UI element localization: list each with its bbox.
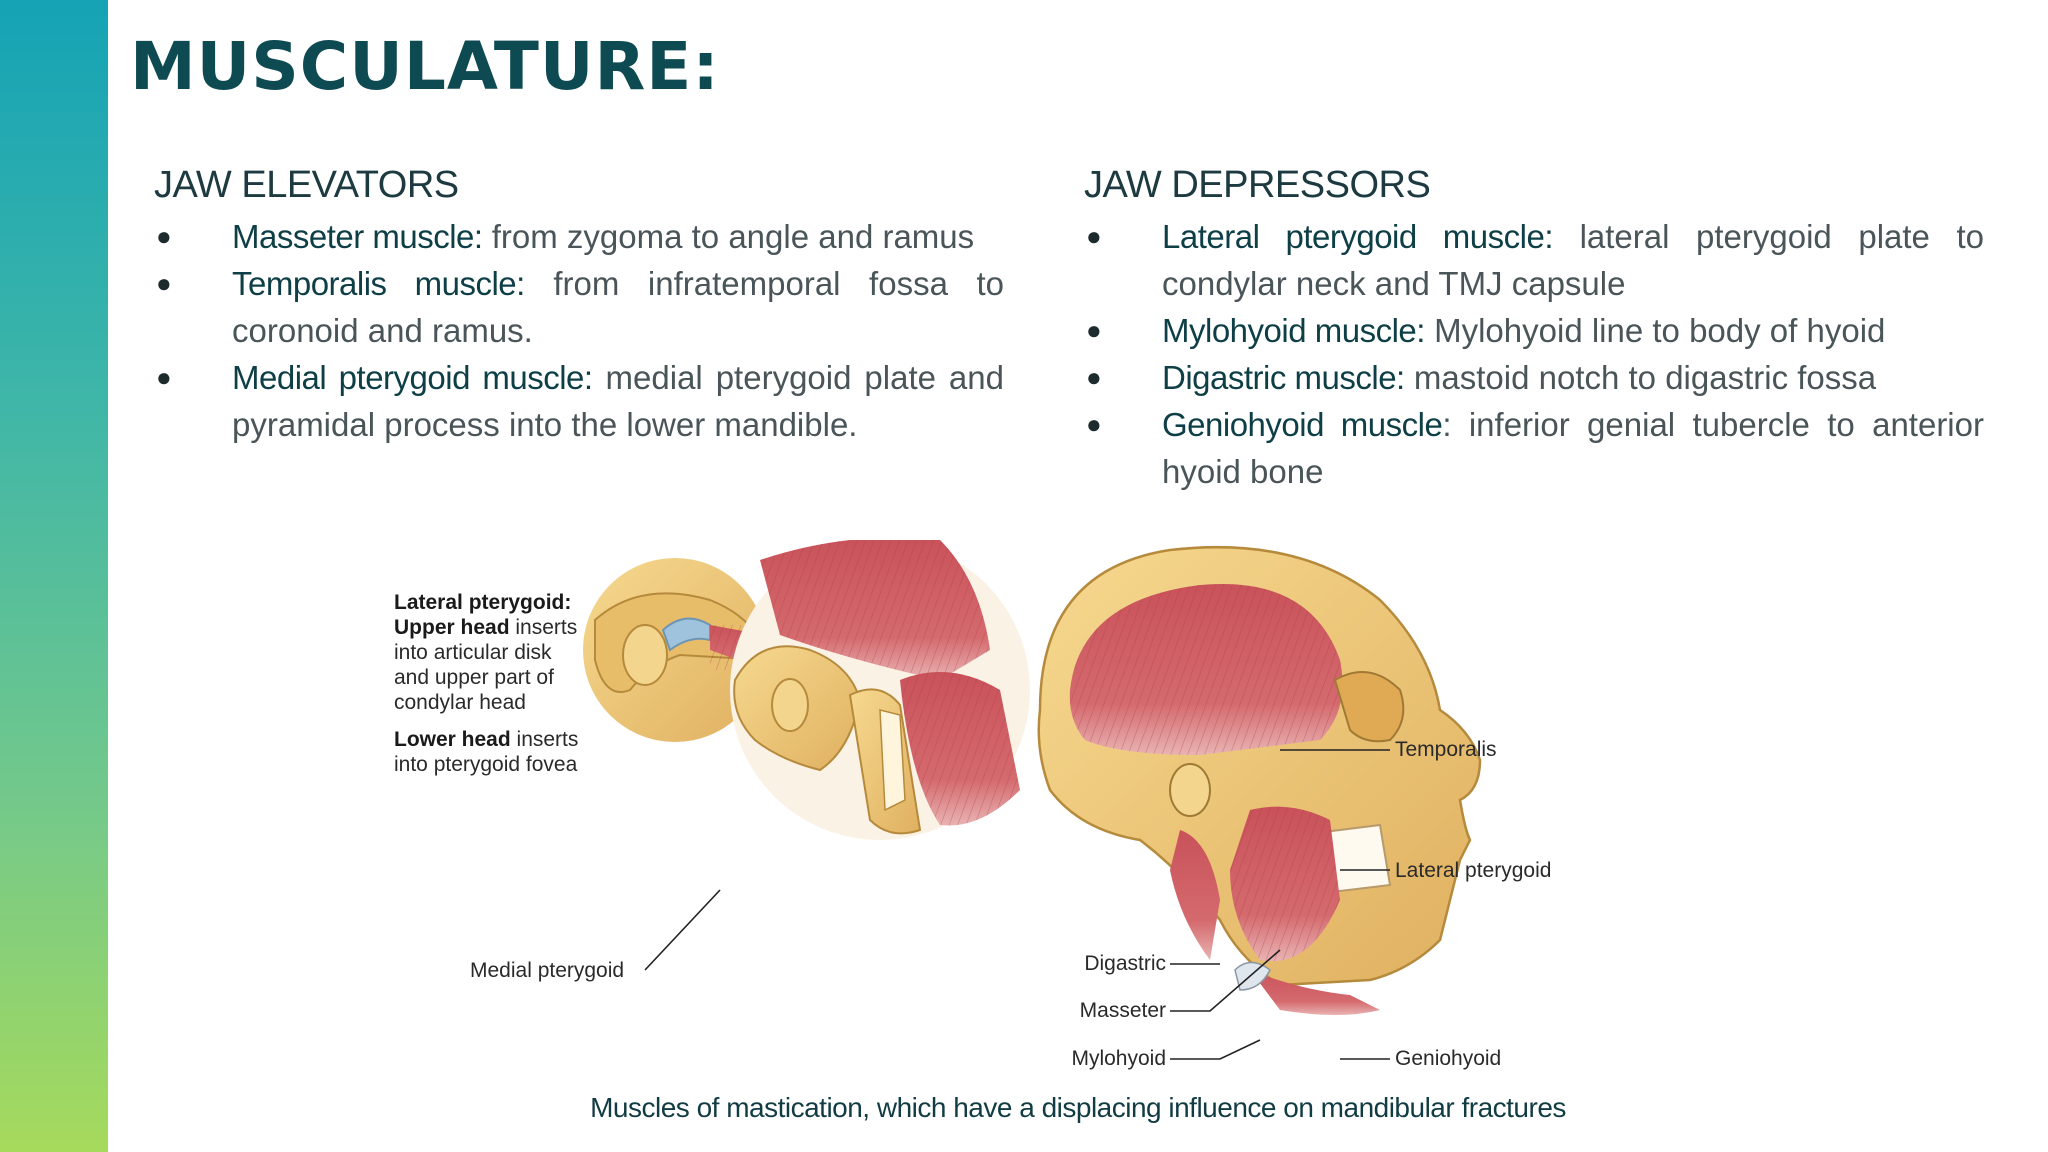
jaw-depressors-list: ● Lateral pterygoid muscle: lateral ptery… [1084, 213, 1984, 495]
list-item: ● Temporalis muscle: from infratemporal f… [154, 260, 1004, 354]
note-title: Lateral pterygoid: [394, 591, 572, 614]
note-lower-text: inserts [510, 728, 579, 751]
list-item: ● Geniohyoid muscle: inferior genial tube… [1084, 401, 1984, 495]
mastication-muscles-figure: Lateral pterygoid: Upper head inserts in… [380, 540, 1720, 1100]
list-item: ● Lateral pterygoid muscle: lateral ptery… [1084, 213, 1984, 307]
medial-pterygoid-leader [644, 889, 721, 971]
list-item: ● Medial pterygoid muscle: medial pterygo… [154, 354, 1004, 448]
muscle-description: mastoid notch to digastric fossa [1404, 359, 1877, 396]
bullet-dot: ● [1086, 362, 1102, 392]
label-geniohyoid: Geniohyoid [1395, 1047, 1502, 1070]
muscle-description: from infratemporal fossa to coronoid and… [232, 265, 1005, 349]
bullet-dot: ● [1086, 315, 1102, 345]
label-medial-pterygoid: Medial pterygoid [470, 959, 625, 982]
bullet-dot: ● [156, 362, 172, 392]
muscle-description: : inferior genial tubercle to anterior h… [1162, 406, 1984, 490]
note-upper-head: Upper head [394, 616, 510, 639]
label-lateral-pterygoid: Lateral pterygoid [1395, 859, 1552, 882]
skull-lateral-view [1037, 545, 1482, 1015]
muscle-term: Masseter muscle: [232, 218, 483, 255]
label-digastric: Digastric [1084, 952, 1166, 975]
muscle-description: lateral pterygoid plate to condylar neck… [1162, 218, 1984, 302]
bullet-dot: ● [156, 268, 172, 298]
note-lower-text: into pterygoid fovea [394, 753, 578, 776]
jaw-elevators-list: ● Masseter muscle: from zygoma to angle a… [154, 213, 1004, 448]
bullet-dot: ● [156, 221, 172, 251]
muscle-description: from zygoma to angle and ramus [482, 218, 975, 255]
skull-illustration [583, 540, 1482, 1060]
list-item: ● Masseter muscle: from zygoma to angle a… [154, 213, 1004, 260]
label-mylohyoid: Mylohyoid [1071, 1047, 1166, 1070]
muscle-term: Medial pterygoid muscle: [232, 359, 593, 396]
note-upper-text: and upper part of [394, 666, 554, 689]
muscle-description: Mylohyoid line to body of hyoid [1424, 312, 1886, 349]
list-item: ● Mylohyoid muscle: Mylohyoid line to bod… [1084, 307, 1984, 354]
pterygoid-detail-inset [730, 540, 1030, 840]
note-lower-head: Lower head [394, 728, 511, 751]
list-item: ● Digastric muscle: mastoid notch to diga… [1084, 354, 1984, 401]
label-temporalis: Temporalis [1395, 738, 1497, 761]
bullet-dot: ● [1086, 221, 1102, 251]
jaw-elevators-column: JAW ELEVATORS ● Masseter muscle: from zyg… [154, 164, 1004, 448]
muscle-term: Digastric muscle: [1162, 359, 1405, 396]
muscle-term: Lateral pterygoid muscle: [1162, 218, 1554, 255]
jaw-depressors-column: JAW DEPRESSORS ● Lateral pterygoid muscle… [1084, 164, 1984, 495]
figure-caption: Muscles of mastication, which have a dis… [590, 1092, 1566, 1123]
muscle-term: Geniohyoid muscle [1162, 406, 1443, 443]
note-upper-text: inserts [509, 616, 578, 639]
slide-title: MUSCULATURE: [130, 28, 720, 105]
leader-lines [644, 749, 1390, 1060]
masseter-leader [1170, 949, 1281, 1012]
note-upper-text: into articular disk [394, 641, 552, 664]
muscle-term: Mylohyoid muscle: [1162, 312, 1425, 349]
note-upper-text: condylar head [394, 691, 526, 714]
jaw-depressors-heading: JAW DEPRESSORS [1084, 164, 1431, 206]
lateral-pterygoid-note: Lateral pterygoid: Upper head inserts in… [394, 590, 614, 777]
label-masseter: Masseter [1079, 999, 1166, 1022]
tmj-detail-inset [583, 558, 767, 742]
muscle-description: medial pterygoid plate and pyramidal pro… [232, 359, 1004, 443]
mylohyoid-leader [1170, 1039, 1261, 1060]
jaw-elevators-heading: JAW ELEVATORS [154, 164, 459, 206]
muscle-term: Temporalis muscle: [232, 265, 525, 302]
side-gradient-band [0, 0, 108, 1152]
bullet-dot: ● [1086, 409, 1102, 439]
